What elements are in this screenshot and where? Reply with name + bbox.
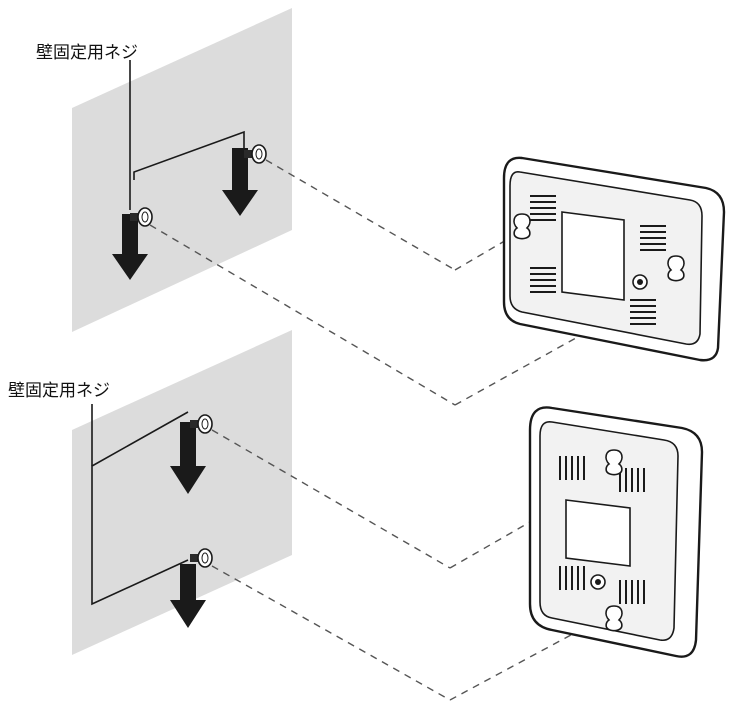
down-arrow-icon [112, 214, 148, 280]
router-device-bottom [528, 406, 704, 658]
wall-panel-bottom [72, 330, 292, 655]
down-arrow-icon [222, 148, 258, 216]
keyhole-slot-icon [605, 449, 623, 476]
router-device-top [502, 156, 726, 362]
wall-screw-label-bottom: 壁固定用ネジ [8, 381, 110, 401]
wall-screw-label-top: 壁固定用ネジ [36, 43, 138, 63]
keyhole-slot-icon [605, 605, 623, 632]
down-arrow-icon [170, 422, 206, 494]
wall-panel-top [72, 8, 292, 332]
keyhole-slot-icon [513, 213, 531, 240]
down-arrow-icon [170, 564, 206, 628]
keyhole-slot-icon [667, 255, 685, 282]
